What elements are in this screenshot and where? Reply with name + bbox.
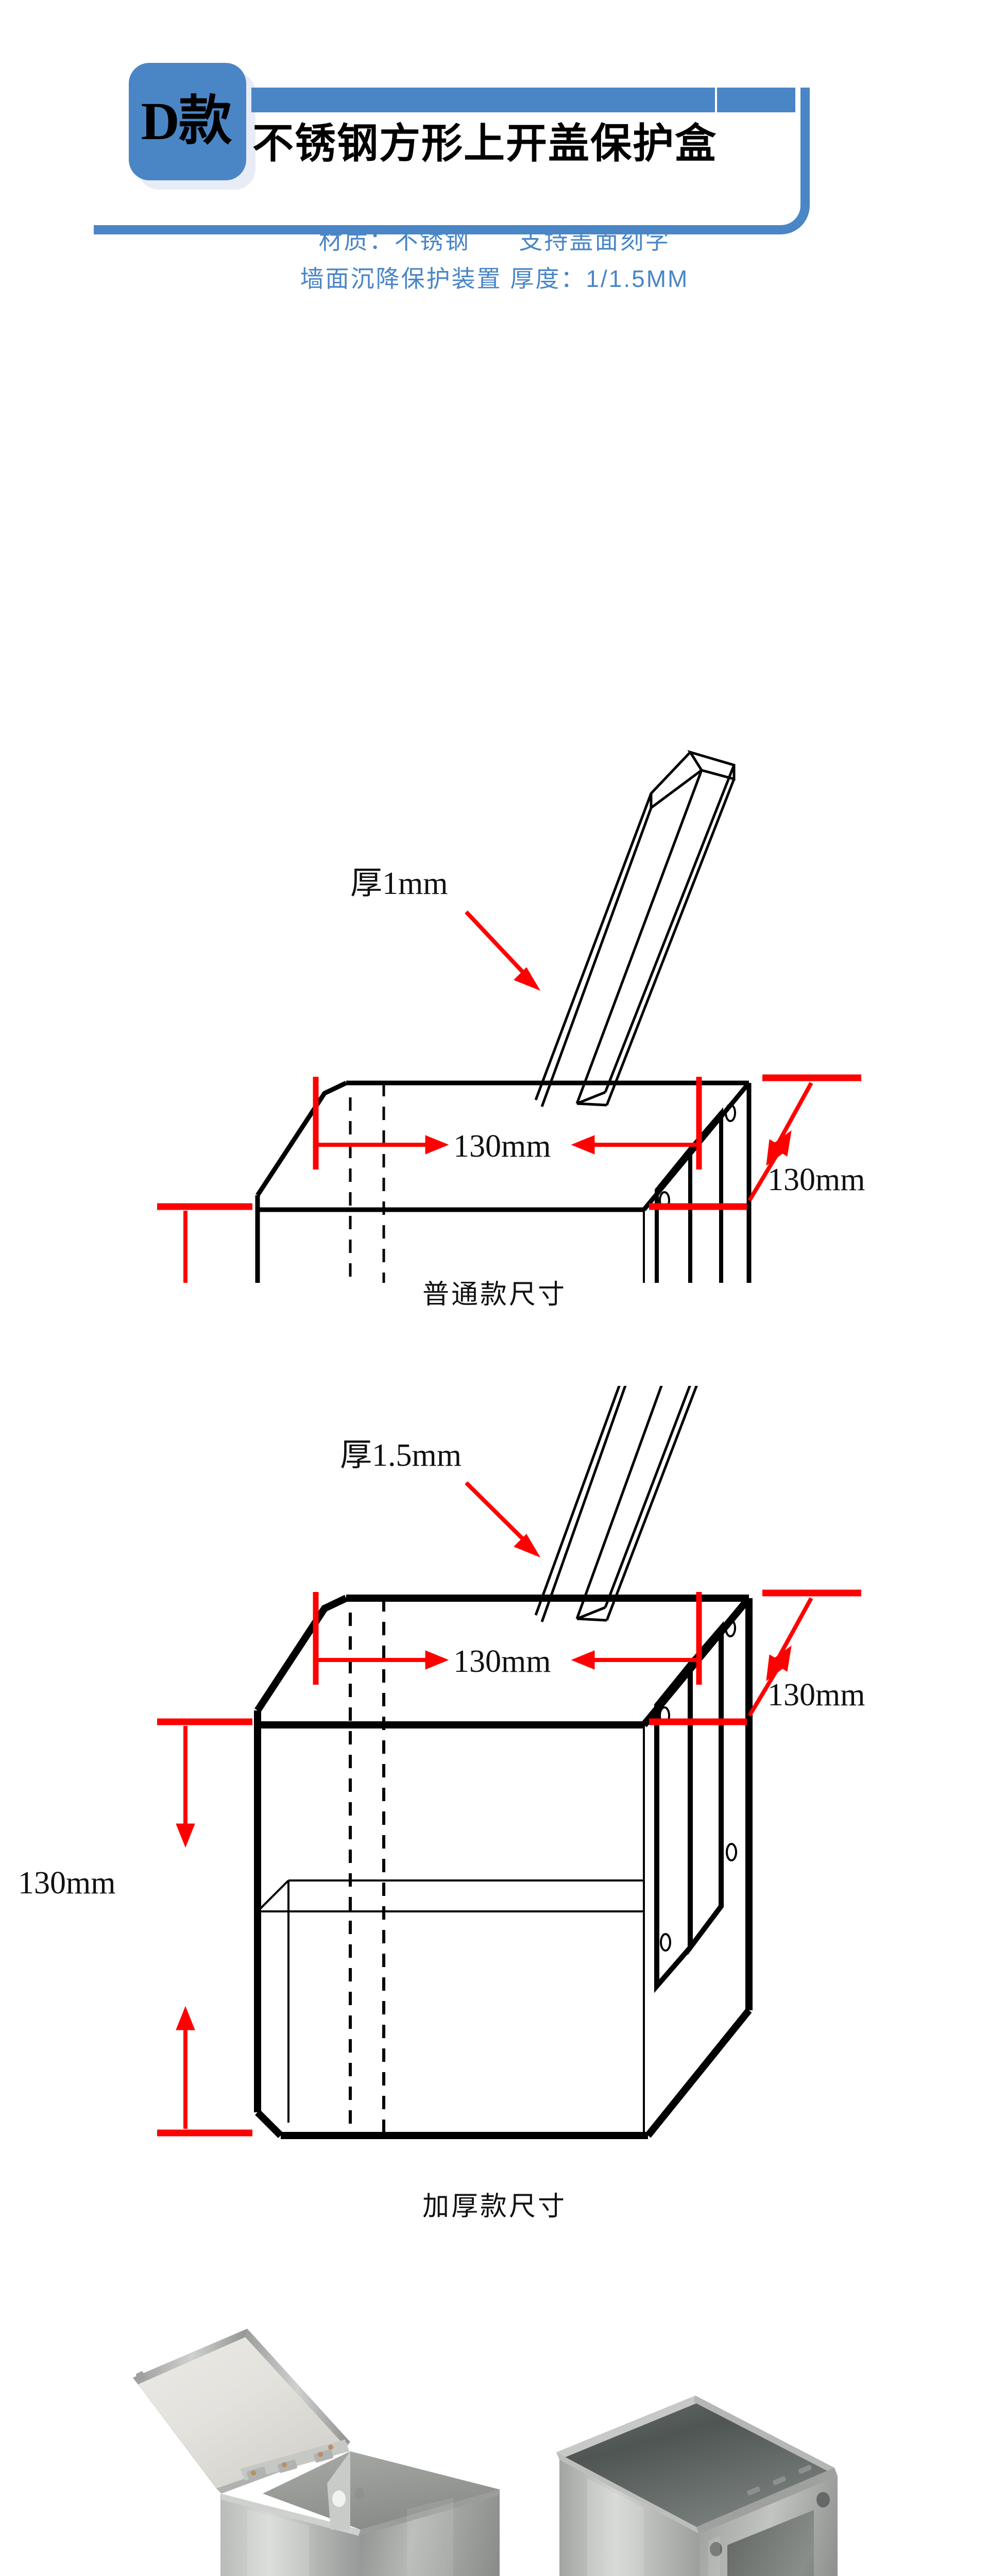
box-interior-lines	[257, 1725, 645, 2136]
box-interior-lines	[258, 1209, 645, 1283]
mounting-flange	[654, 1621, 724, 1993]
bracket-curve	[769, 88, 810, 234]
hidden-edges	[349, 1598, 385, 2136]
model-badge: D款	[129, 63, 246, 180]
title-accent-bar	[251, 88, 715, 112]
diagram-standard: 130mm 130mm 130mm 厚1mm	[0, 355, 989, 1309]
mounting-flange	[655, 1107, 723, 1283]
model-badge-label: D款	[141, 92, 232, 151]
page-title: 不锈钢方形上开盖保护盒	[252, 122, 717, 167]
screw-holes	[659, 1619, 737, 1952]
dim-width-label-standard: 130mm	[453, 1129, 551, 1164]
dimension-lines	[157, 1481, 861, 2137]
lid-hinge	[240, 2439, 349, 2481]
hidden-edges	[349, 1083, 385, 1283]
thickness-label-thick: 厚1.5mm	[340, 1438, 462, 1473]
caption-thick: 加厚款尺寸	[422, 2192, 567, 2222]
dimension-lines	[157, 910, 861, 1283]
box-body	[220, 2451, 500, 2576]
bracket-bottom-line	[94, 225, 774, 234]
lid-outline	[534, 750, 736, 1107]
box-outline	[254, 1595, 753, 2139]
spec-device-thickness: 墙面沉降保护装置 厚度：1/1.5MM	[300, 265, 689, 292]
spec-list: 材质：不锈钢 支持盖面刻字 墙面沉降保护装置 厚度：1/1.5MM	[0, 222, 989, 298]
dim-height-label-thick: 130mm	[18, 1866, 115, 1901]
page-header: D款 不锈钢方形上开盖保护盒	[0, 0, 989, 234]
thickness-label-standard: 厚1mm	[350, 866, 448, 901]
bracket-decoration	[94, 88, 810, 234]
spec-material-engraving: 材质：不锈钢 支持盖面刻字	[318, 227, 671, 254]
diagram-standard-svg: 130mm 130mm 130mm 厚1mm	[157, 750, 865, 1283]
dim-depth-label-standard: 130mm	[768, 1162, 865, 1197]
dim-width-label-thick: 130mm	[453, 1644, 551, 1679]
open-lid-box-photo	[133, 2329, 500, 2576]
screw-holes	[710, 2492, 830, 2556]
lid-outline	[534, 1386, 698, 1622]
diagram-thick: 130mm 130mm 130mm 厚1.5mm	[0, 1386, 989, 2262]
box-outline	[255, 1080, 752, 1283]
dim-depth-label-thick: 130mm	[768, 1677, 865, 1713]
box-top-plate	[556, 2396, 838, 2536]
diagram-thick-svg: 130mm 130mm 130mm 厚1.5mm	[18, 1386, 865, 2139]
caption-standard: 普通款尺寸	[422, 1280, 567, 1310]
product-photos	[0, 2287, 989, 2576]
closed-lid-box-photo	[556, 2396, 838, 2576]
box-body	[559, 2460, 838, 2576]
